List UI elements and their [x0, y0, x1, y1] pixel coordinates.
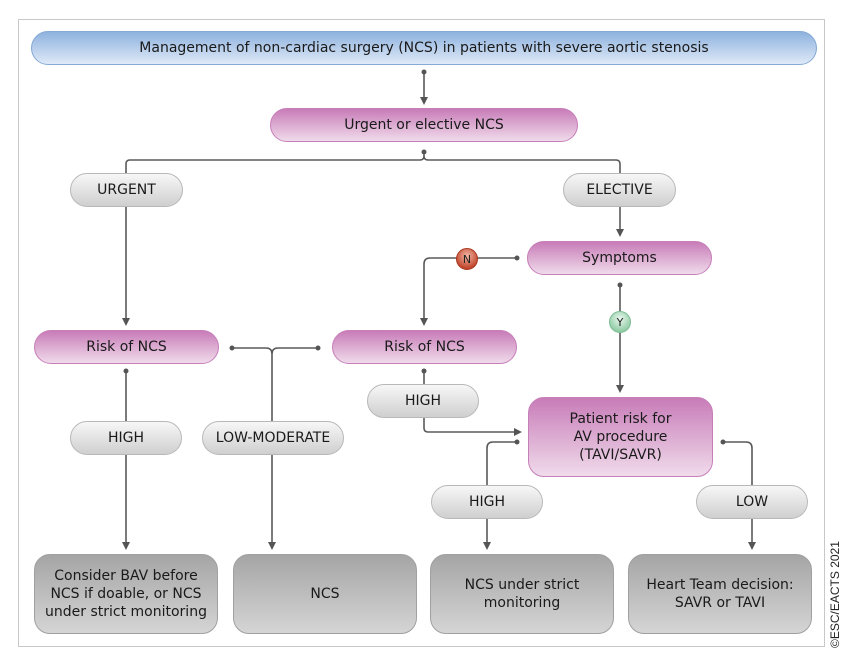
node-patient-risk-line: (TAVI/SAVR)	[579, 447, 662, 464]
no-badge: N	[456, 248, 478, 270]
connector-dot	[123, 368, 129, 374]
no-badge-text: N	[462, 252, 472, 266]
node-patient-risk: Patient risk for AV procedure (TAVI/SAVR…	[528, 397, 713, 477]
outcome-heart-team: Heart Team decision: SAVR or TAVI	[628, 554, 812, 634]
outcome-line: under strict monitoring	[45, 604, 207, 621]
node-risk-ncs-elective-text: Risk of NCS	[384, 338, 465, 355]
node-urgent-text: URGENT	[97, 181, 156, 198]
connector-dot	[315, 345, 321, 351]
yes-badge-text: Y	[616, 315, 624, 329]
yes-badge: Y	[609, 311, 631, 333]
outcome-line: SAVR or TAVI	[674, 595, 766, 611]
connector-dot	[421, 69, 427, 75]
node-urgent: URGENT	[70, 173, 183, 207]
outcome-ncs-text: NCS	[310, 585, 340, 602]
node-urgent-or-elective-text: Urgent or elective NCS	[344, 116, 504, 133]
node-patient-risk-text: Patient risk for AV procedure (TAVI/SAVR…	[570, 410, 672, 465]
node-symptoms: Symptoms	[527, 241, 712, 275]
node-symptoms-text: Symptoms	[582, 249, 657, 266]
connector-low-moderate-bracket	[232, 347, 318, 423]
connector-symptoms-no	[420, 257, 517, 326]
node-high-urgent: HIGH	[70, 421, 182, 455]
node-patient-risk-line: AV procedure	[573, 428, 668, 445]
connector-split	[125, 152, 621, 173]
connector-dot	[229, 345, 235, 351]
node-high-elective: HIGH	[367, 384, 479, 418]
copyright-notice: ©ESC/EACTS 2021	[828, 541, 842, 648]
outcome-bav-text: Consider BAV before NCS if doable, or NC…	[45, 567, 207, 622]
connector-dot	[421, 368, 427, 374]
node-risk-ncs-urgent: Risk of NCS	[34, 330, 219, 364]
connector-dot	[720, 439, 726, 445]
diagram-frame	[18, 19, 825, 647]
outcome-line: Consider BAV before	[54, 567, 198, 584]
node-low-av: LOW	[696, 485, 808, 519]
node-high-av: HIGH	[431, 485, 543, 519]
node-high-av-text: HIGH	[468, 493, 506, 510]
outcome-line: monitoring	[483, 595, 561, 611]
node-low-moderate: LOW-MODERATE	[202, 421, 344, 455]
outcome-strict-monitoring-text: NCS under strict monitoring	[465, 576, 580, 612]
node-high-elective-text: HIGH	[404, 392, 442, 409]
node-risk-ncs-urgent-text: Risk of NCS	[86, 338, 167, 355]
connector-dot	[514, 255, 520, 261]
connector-dot	[617, 282, 623, 288]
outcome-line: NCS under strict	[464, 576, 580, 593]
node-high-urgent-text: HIGH	[107, 429, 145, 446]
diagram-title-text: Management of non-cardiac surgery (NCS) …	[139, 39, 709, 56]
node-low-av-text: LOW	[735, 493, 769, 510]
outcome-strict-monitoring: NCS under strict monitoring	[430, 554, 614, 634]
connector-high-to-patient-risk	[423, 418, 522, 436]
outcome-line: Heart Team decision:	[646, 576, 794, 593]
node-elective: ELECTIVE	[563, 173, 676, 207]
connector-patient-risk-high	[486, 441, 517, 485]
outcome-heart-team-text: Heart Team decision: SAVR or TAVI	[646, 576, 793, 612]
node-low-moderate-text: LOW-MODERATE	[215, 429, 331, 446]
diagram-title: Management of non-cardiac surgery (NCS) …	[31, 31, 817, 65]
outcome-line: NCS if doable, or NCS	[50, 585, 202, 602]
connector-dot	[514, 439, 520, 445]
outcome-ncs: NCS	[233, 554, 417, 634]
outcome-bav: Consider BAV before NCS if doable, or NC…	[34, 554, 218, 634]
node-urgent-or-elective: Urgent or elective NCS	[270, 108, 578, 142]
node-patient-risk-line: Patient risk for	[569, 410, 672, 427]
node-elective-text: ELECTIVE	[586, 181, 653, 198]
connector-patient-risk-low	[723, 441, 753, 485]
connector-dot	[421, 149, 427, 155]
node-risk-ncs-elective: Risk of NCS	[332, 330, 517, 364]
